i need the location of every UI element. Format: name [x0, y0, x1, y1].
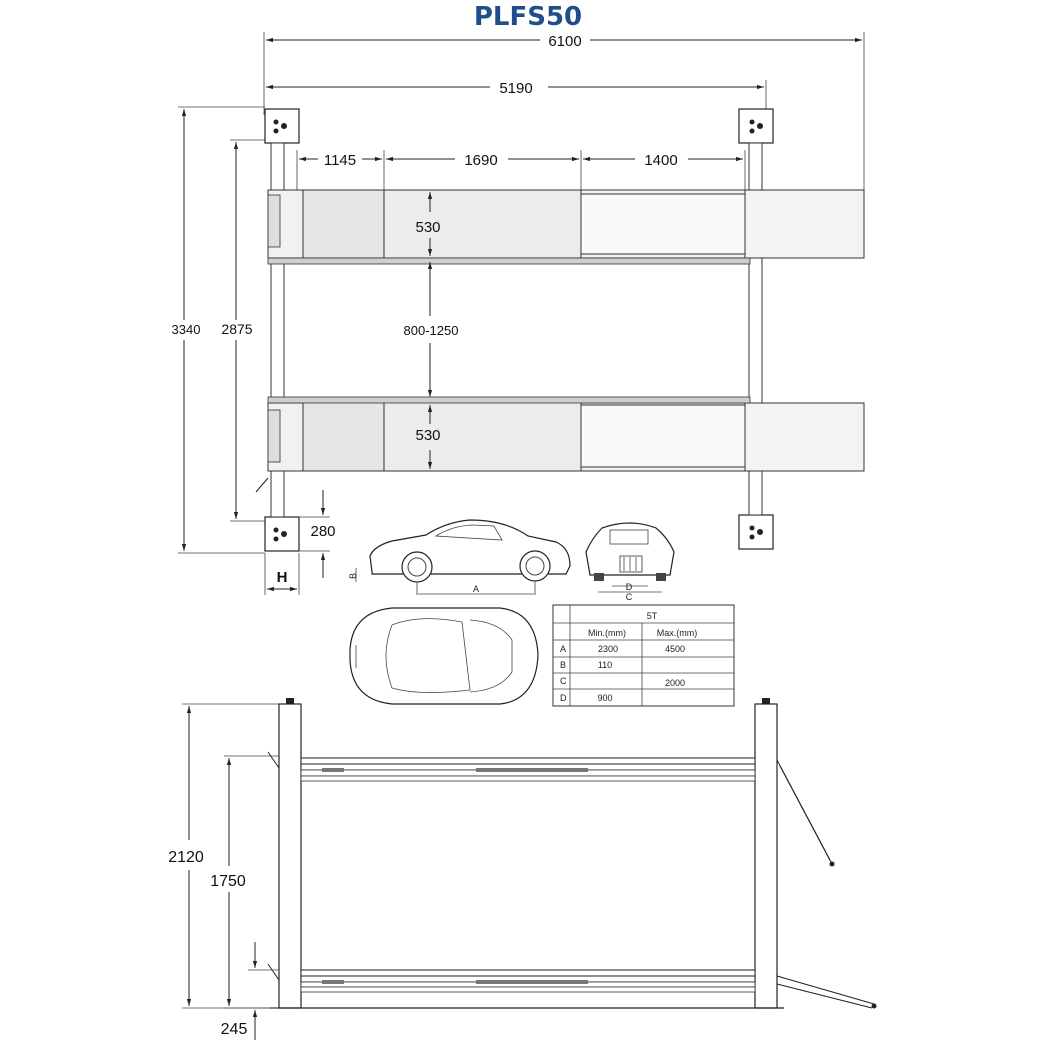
spec-row-max: 4500 — [665, 644, 685, 654]
dim-label-1750: 1750 — [210, 873, 246, 890]
dim-label-h: H — [277, 569, 288, 586]
dim-overall-width: 3340 — [172, 106, 265, 554]
dim-runway-widths: 530 800-1250 530 — [404, 192, 459, 469]
dim-label-800-1250: 800-1250 — [404, 323, 459, 338]
dim-label-2120: 2120 — [168, 849, 204, 866]
car-front-view: D C — [585, 522, 675, 602]
dim-lift-height: 1750 — [210, 755, 279, 1009]
spec-row-label: C — [560, 676, 567, 686]
page-title: PLFS50 — [473, 2, 583, 32]
platform-raised — [267, 751, 835, 867]
runway-lower — [255, 396, 865, 493]
side-view: 2120 1750 245 — [168, 698, 877, 1040]
car-label-c: C — [626, 592, 633, 602]
top-view: 6100 5190 1145 1690 1400 — [172, 32, 865, 595]
car-label-d: D — [626, 582, 633, 592]
dim-h: H — [264, 553, 300, 595]
car-side-view: A B — [348, 519, 571, 595]
spec-row-max: 2000 — [665, 678, 685, 688]
post-top-left — [264, 108, 300, 144]
dim-label-1400: 1400 — [644, 152, 677, 169]
car-top-view — [349, 607, 539, 705]
dim-post-width: 2875 — [221, 139, 265, 522]
dim-min-height: 245 — [221, 942, 279, 1040]
spec-table: 5T Min.(mm) Max.(mm) A 2300 4500 B 110 C… — [552, 604, 735, 707]
post-bottom-left — [264, 516, 300, 552]
dim-label-530-upper: 530 — [415, 219, 440, 236]
spec-capacity: 5T — [647, 611, 658, 621]
spec-header-min: Min.(mm) — [588, 628, 626, 638]
dim-max-height: 2120 — [168, 703, 279, 1009]
spec-row-min: 2300 — [598, 644, 618, 654]
dim-label-280: 280 — [310, 523, 335, 540]
dim-post-spacing: 5190 — [266, 80, 767, 115]
dim-label-1690: 1690 — [464, 152, 497, 169]
spec-row-label: A — [560, 644, 566, 654]
car-label-a: A — [473, 584, 479, 594]
car-label-b: B — [348, 573, 358, 579]
dim-label-1145: 1145 — [324, 152, 356, 169]
spec-row-min: 900 — [597, 693, 612, 703]
spec-header-max: Max.(mm) — [657, 628, 698, 638]
dim-base-plate: 280 — [300, 490, 336, 578]
post-bottom-right — [738, 514, 774, 550]
dim-label-3340: 3340 — [172, 322, 201, 337]
platform-lowered — [267, 963, 877, 1009]
dim-label-530-lower: 530 — [415, 427, 440, 444]
spec-row-min: 110 — [598, 660, 612, 670]
runway-upper — [267, 189, 865, 265]
side-post-right — [754, 703, 778, 1009]
dim-label-245: 245 — [221, 1021, 248, 1038]
dim-label-5190: 5190 — [499, 80, 532, 97]
dim-label-6100: 6100 — [548, 33, 581, 50]
spec-row-label: B — [560, 660, 566, 670]
dim-label-2875: 2875 — [221, 321, 252, 337]
dim-overall-length: 6100 — [263, 32, 865, 190]
post-top-right — [738, 108, 774, 144]
dim-segments: 1145 1690 1400 — [296, 150, 746, 190]
spec-row-label: D — [560, 693, 567, 703]
side-post-left — [278, 703, 302, 1009]
